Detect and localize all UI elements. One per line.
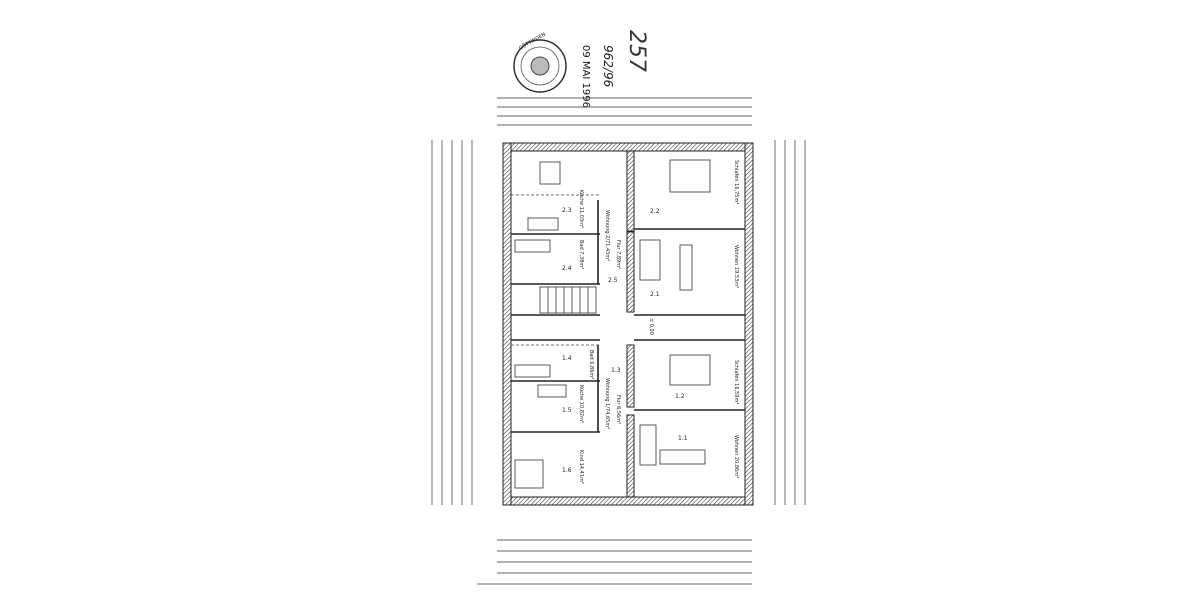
svg-text:Wohnen 19,53m²: Wohnen 19,53m²	[733, 245, 739, 288]
svg-text:Kind 14,41m²: Kind 14,41m²	[578, 450, 584, 484]
svg-text:2.1: 2.1	[650, 291, 660, 298]
furniture	[511, 159, 711, 489]
svg-text:2.3: 2.3	[562, 207, 572, 214]
dimension-lines-bottom	[477, 539, 752, 585]
svg-text:1.2: 1.2	[675, 393, 685, 400]
svg-text:Küche 10,82m²: Küche 10,82m²	[578, 385, 584, 423]
room-1-1: 1.1 Wohnen 20,86m²	[678, 435, 739, 478]
svg-text:2.4: 2.4	[562, 265, 572, 272]
staircase	[539, 286, 597, 314]
room-1-4: 1.4 Bad 6,86m²	[562, 350, 594, 379]
stamp-date: 09 MAI 1996	[580, 45, 591, 108]
svg-text:1.1: 1.1	[678, 435, 688, 442]
interior-walls	[511, 200, 745, 433]
room-2-2: 2.2 Schlafen 16,75m²	[650, 160, 739, 215]
room-1-5: 1.5 Küche 10,82m²	[562, 385, 584, 423]
room-2-3: 2.3 Küche 11,03m²	[562, 190, 584, 228]
handwritten-file-number: 962/96	[601, 45, 615, 88]
dimension-lines-right	[774, 140, 806, 505]
svg-text:Küche 11,03m²: Küche 11,03m²	[578, 190, 584, 228]
svg-text:Schlafen 16,59m²: Schlafen 16,59m²	[733, 360, 739, 404]
room-1-2: 1.2 Schlafen 16,59m²	[675, 360, 739, 404]
official-stamp: GÖTTINGEN	[513, 31, 567, 93]
dimension-lines-left	[431, 140, 473, 505]
svg-text:1.5: 1.5	[562, 407, 572, 414]
outer-walls	[502, 142, 754, 506]
room-1-3: 1.3 Flur 6,56m²	[611, 367, 621, 424]
apartment-2-title: Wohnung 2/71,43m²	[604, 210, 610, 261]
svg-text:1.6: 1.6	[562, 467, 572, 474]
handwritten-page-number: 257	[624, 30, 649, 72]
svg-text:Flur 6,56m²: Flur 6,56m²	[615, 395, 621, 424]
svg-text:Flur 7,89m²: Flur 7,89m²	[615, 240, 621, 269]
room-2-1: 2.1 Wohnen 19,53m²	[650, 245, 739, 298]
svg-text:2.2: 2.2	[650, 208, 660, 215]
svg-text:Schlafen 16,75m²: Schlafen 16,75m²	[733, 160, 739, 204]
svg-text:Bad 6,86m²: Bad 6,86m²	[588, 350, 594, 379]
room-2-4: 2.4 Bad 7,38m²	[562, 240, 584, 272]
room-2-5: 2.5 Flur 7,89m²	[608, 240, 621, 284]
apartment-1-title: Wohnung 1/74,65m²	[604, 378, 610, 429]
room-1-6: 1.6 Kind 14,41m²	[562, 450, 584, 484]
svg-text:1.3: 1.3	[611, 367, 621, 374]
svg-text:2.5: 2.5	[608, 277, 618, 284]
svg-text:1.4: 1.4	[562, 355, 572, 362]
svg-text:Bad 7,38m²: Bad 7,38m²	[578, 240, 584, 269]
level-marker: ± 0,00	[648, 318, 654, 335]
dimension-lines-top	[497, 97, 752, 126]
svg-text:Wohnen 20,86m²: Wohnen 20,86m²	[733, 435, 739, 478]
